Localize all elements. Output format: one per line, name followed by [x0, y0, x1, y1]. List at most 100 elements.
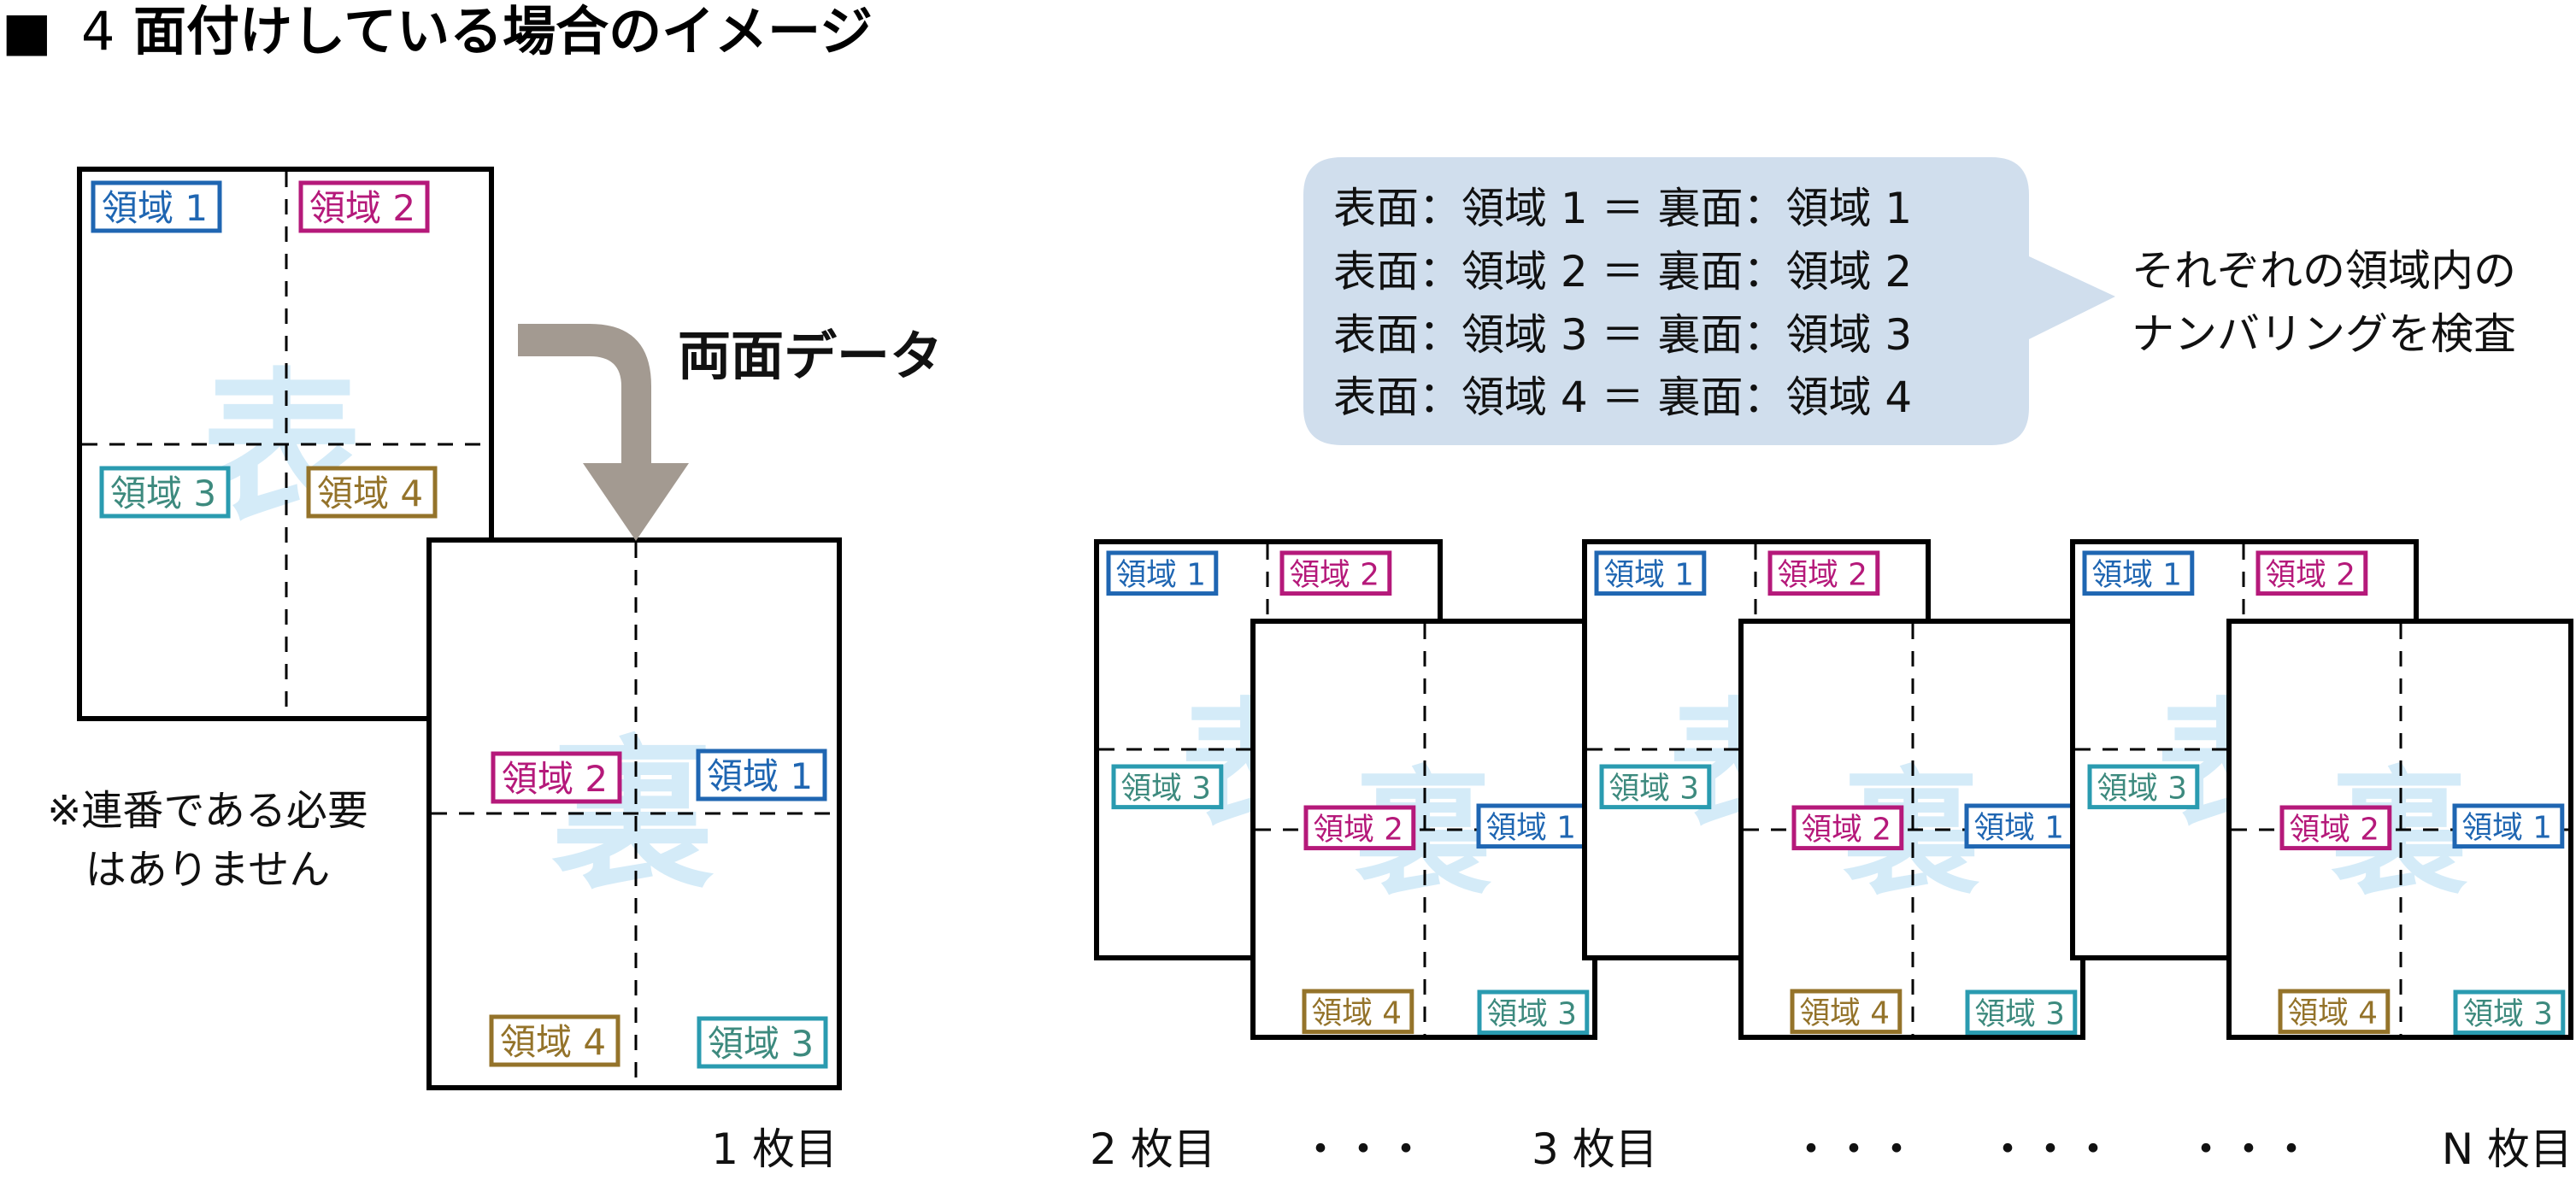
region-label-1: 領域 1: [696, 749, 827, 801]
region-label-3: 領域 3: [1111, 764, 1224, 810]
region-label-box: [2279, 805, 2392, 851]
region-label-text: 領域 1: [1974, 810, 2064, 845]
region-label-text: 領域 3: [1975, 996, 2065, 1031]
sheet-count-labels: 1 枚目 2 枚目 ・・・ 3 枚目 ・・・ ・・・ ・・・ N 枚目: [711, 1124, 2573, 1174]
region-label-box: [1964, 803, 2077, 849]
region-label-text: 領域 4: [1312, 995, 1402, 1030]
region-label-box: [491, 751, 622, 804]
sheet-label-3: 3 枚目: [1532, 1124, 1658, 1174]
region-label-4: 領域 4: [2278, 989, 2391, 1035]
region-label-text: 領域 3: [1121, 771, 1211, 806]
region-label-box: [1303, 805, 1416, 851]
region-label-3: 領域 3: [2087, 764, 2200, 810]
region-label-text: 領域 3: [2463, 996, 2553, 1031]
region-label-box: [489, 1014, 620, 1067]
duplex-arrow: 両面データ: [518, 324, 943, 541]
region-label-box: [1790, 989, 1903, 1035]
region-label-box: [306, 466, 438, 519]
region-label-box: [2255, 550, 2368, 596]
region-label-box: [1111, 764, 1224, 810]
region-label-1: 領域 1: [91, 180, 222, 233]
region-label-box: [2453, 989, 2566, 1036]
region-label-box: [1476, 803, 1589, 849]
region-label-box: [1594, 550, 1707, 596]
region-label-text: 領域 2: [1290, 557, 1379, 592]
region-label-text: 領域 2: [309, 187, 415, 229]
sheet-label-1: 1 枚目: [711, 1124, 838, 1174]
title-number: 4: [81, 0, 115, 62]
region-label-text: 領域 4: [500, 1021, 606, 1063]
region-label-4: 領域 4: [306, 466, 438, 519]
caption-line-2: ナンバリングを検査: [2132, 309, 2516, 359]
region-label-text: 領域 1: [1116, 557, 1206, 592]
region-label-text: 領域 3: [1609, 771, 1699, 806]
region-label-2: 領域 2: [1279, 550, 1392, 596]
caption-line-1: それぞれの領域内の: [2132, 246, 2516, 296]
arrow-label: 両面データ: [678, 325, 943, 387]
bubble-line-4: 表面：領域 4 ＝ 裏面：領域 4: [1333, 373, 1912, 422]
region-label-text: 領域 4: [1800, 995, 1890, 1030]
region-label-text: 領域 1: [102, 187, 208, 229]
region-label-box: [1302, 989, 1414, 1035]
bubble-line-3: 表面：領域 3 ＝ 裏面：領域 3: [1333, 310, 1912, 360]
region-label-text: 領域 1: [2092, 557, 2182, 592]
region-label-box: [1599, 764, 1712, 810]
region-label-1: 領域 1: [2452, 803, 2565, 849]
region-label-4: 領域 4: [1302, 989, 1414, 1035]
region-label-box: [1477, 989, 1590, 1036]
region-label-box: [1279, 550, 1392, 596]
region-label-text: 領域 2: [502, 758, 608, 800]
sheet-label-2: 2 枚目: [1090, 1124, 1216, 1174]
back-watermark: 裏: [551, 721, 715, 910]
ellipsis-3: ・・・: [1986, 1124, 2114, 1174]
region-label-box: [298, 180, 430, 233]
region-label-text: 領域 1: [707, 755, 813, 797]
region-label-box: [1106, 550, 1219, 596]
region-label-2: 領域 2: [2255, 550, 2368, 596]
region-label-text: 領域 2: [2266, 557, 2355, 592]
region-label-3: 領域 3: [1477, 989, 1590, 1036]
region-label-box: [2087, 764, 2200, 810]
region-label-1: 領域 1: [1106, 550, 1219, 596]
region-label-text: 領域 3: [1487, 996, 1577, 1031]
region-label-3: 領域 3: [99, 466, 231, 519]
region-label-2: 領域 2: [1303, 805, 1416, 851]
region-label-4: 領域 4: [1790, 989, 1903, 1035]
region-label-text: 領域 1: [2462, 810, 2552, 845]
region-label-1: 領域 1: [1476, 803, 1589, 849]
region-label-text: 領域 4: [2288, 995, 2378, 1030]
region-label-box: [2452, 803, 2565, 849]
region-label-box: [2278, 989, 2391, 1035]
curved-arrow-icon: [518, 324, 689, 541]
region-label-box: [1767, 550, 1880, 596]
sheet-label-n: N 枚目: [2442, 1124, 2573, 1174]
region-label-3: 領域 3: [1599, 764, 1712, 810]
region-label-text: 領域 3: [708, 1023, 814, 1065]
region-label-box: [1791, 805, 1904, 851]
region-label-box: [2082, 550, 2195, 596]
bubble-shape: [1303, 157, 2115, 445]
region-label-3: 領域 3: [697, 1016, 828, 1069]
note-line-2: はありません: [85, 846, 331, 894]
region-label-text: 領域 2: [1314, 812, 1403, 847]
region-label-2: 領域 2: [298, 180, 430, 233]
note-line-1: ※連番である必要: [47, 787, 368, 835]
region-label-3: 領域 3: [2453, 989, 2566, 1036]
region-label-2: 領域 2: [491, 751, 622, 804]
region-label-box: [91, 180, 222, 233]
region-label-box: [1965, 989, 2078, 1036]
region-label-text: 領域 2: [1802, 812, 1891, 847]
page-title: ■ 4 面付けしている場合のイメージ: [2, 0, 873, 62]
region-label-text: 領域 3: [2097, 771, 2187, 806]
region-label-box: [696, 749, 827, 801]
ellipsis-1: ・・・: [1299, 1124, 1427, 1174]
region-label-text: 領域 1: [1604, 557, 1694, 592]
bubble-line-1: 表面：領域 1 ＝ 裏面：領域 1: [1333, 184, 1912, 233]
